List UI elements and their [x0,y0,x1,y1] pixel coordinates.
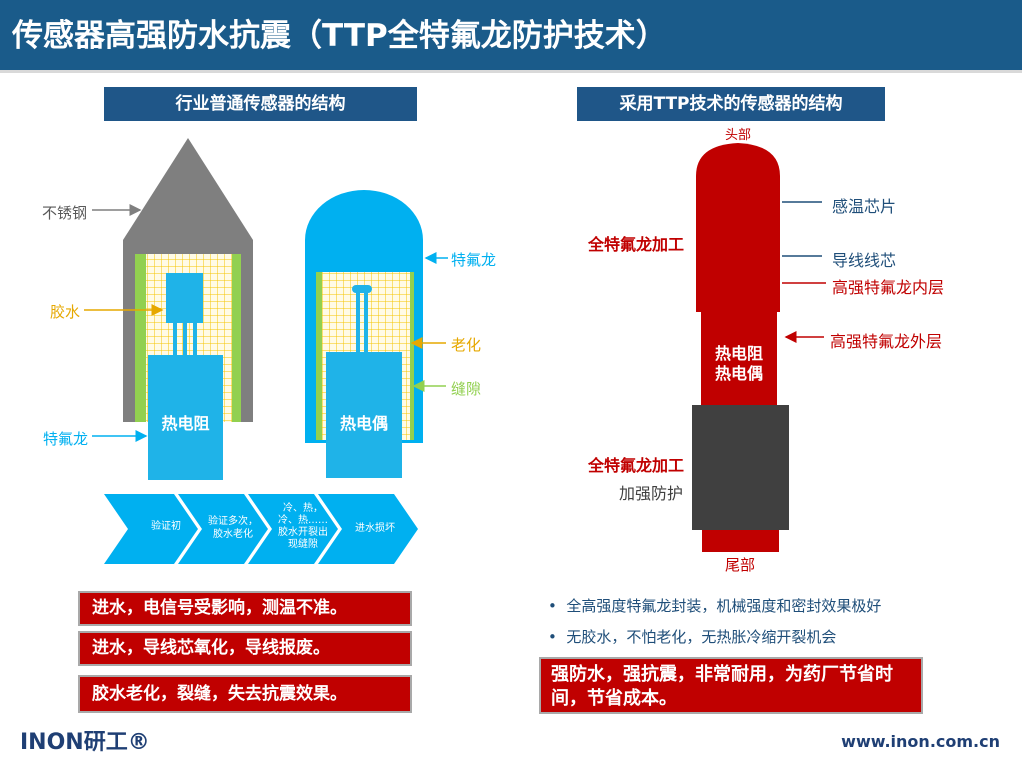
bullet-item-2: • 无胶水，不怕老化，无热胀冷缩开裂机会 [548,626,836,647]
teflon-right-label: 特氟龙 [451,251,497,269]
chip-label: 感温芯片 [832,197,897,216]
reinforce-label: 加强防护 [619,484,684,503]
process-chevrons [104,494,418,564]
process-step-3-shape [248,494,338,564]
wire-label: 导线线芯 [832,251,897,270]
thermocouple-sensor-illustration [305,190,423,478]
title-bar [0,0,1022,70]
process-step-4-shape [318,494,418,564]
title-divider [0,70,1022,73]
glue-label: 胶水 [50,303,81,321]
problem-box-1: 进水，电信号受影响，测温不准。 [78,591,412,626]
inner-layer-label: 高强特氟龙内层 [832,278,945,297]
outer-layer-label: 高强特氟龙外层 [830,332,943,351]
page-title: 传感器高强防水抗震（TTP全特氟龙防护技术） [12,18,667,54]
teflon-left-label: 特氟龙 [43,430,89,448]
bullet-text: 全高强度特氟龙封装，机械强度和密封效果极好 [566,597,882,615]
problem-box-3: 胶水老化，裂缝，失去抗震效果。 [78,675,412,713]
process-step-1-shape [104,494,198,564]
teflon-process-bottom-label: 全特氟龙加工 [588,456,685,475]
left-section-heading: 行业普通传感器的结构 [104,87,417,121]
teflon-process-top-label: 全特氟龙加工 [588,235,685,254]
aging-label: 老化 [451,336,482,354]
bullet-item-1: • 全高强度特氟龙封装，机械强度和密封效果极好 [548,595,881,616]
process-step-2: 验证多次，胶水老化 [208,516,258,540]
tail-label: 尾部 [724,556,755,574]
right-section-heading: 采用TTP技术的传感器的结构 [577,87,885,121]
brand-logo: INON研工® [20,730,150,755]
rtd-sensor-illustration [123,138,253,480]
process-step-2-shape [178,494,268,564]
website-url[interactable]: www.inon.com.cn [841,732,1000,751]
ttp-sensor-illustration [692,143,789,552]
head-label: 头部 [724,128,751,143]
process-step-4: 进水损坏 [355,523,395,534]
rtd-label: 热电阻 [161,414,210,433]
ttp-body-label: 热电阻 热电偶 [714,344,763,383]
process-step-3: 冷、热，冷、热……胶水开裂出现缝隙 [278,503,328,550]
process-step-1: 验证初 [151,521,181,532]
bullet-dot: • [548,628,567,646]
problem-box-2: 进水，导线芯氧化，导线报废。 [78,631,412,666]
stainless-label: 不锈钢 [42,204,88,222]
bullet-dot: • [548,597,567,615]
gap-label: 缝隙 [451,380,482,398]
conclusion-box: 强防水，强抗震，非常耐用，为药厂节省时间，节省成本。 [539,657,923,714]
bullet-text: 无胶水，不怕老化，无热胀冷缩开裂机会 [566,628,837,646]
thermocouple-label: 热电偶 [339,414,388,433]
